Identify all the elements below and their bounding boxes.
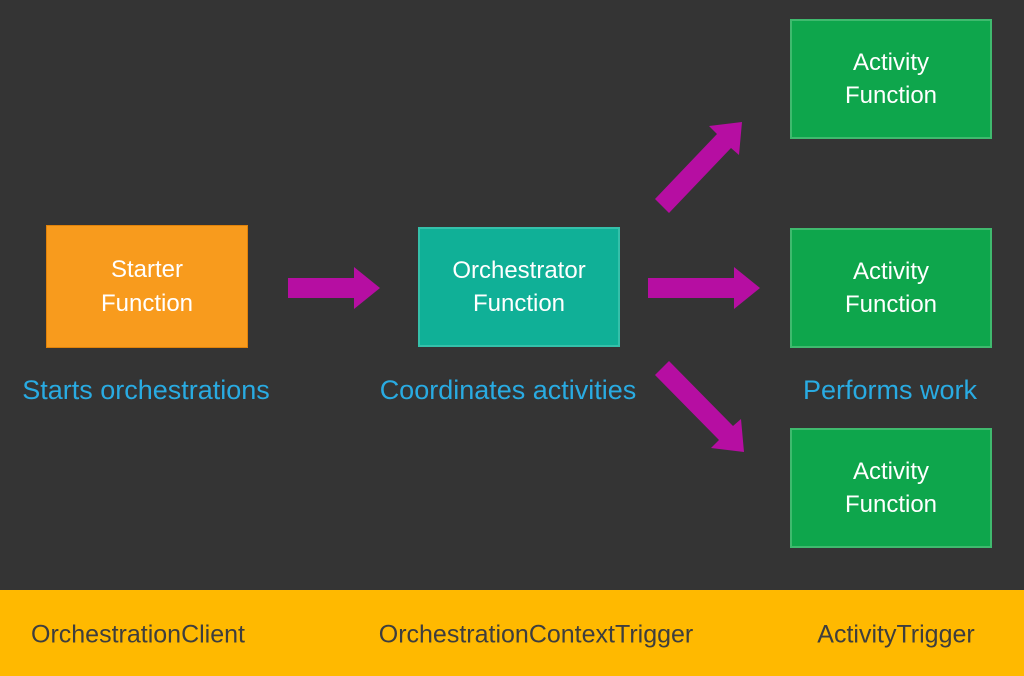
arrow-orchestrator-to-activity-middle xyxy=(648,267,760,309)
activity-caption: Performs work xyxy=(802,375,978,405)
orchestrator-caption: Coordinates activities xyxy=(379,375,637,405)
activity-function-box-top: Activity Function xyxy=(790,19,992,139)
arrow-orchestrator-to-activity-top xyxy=(655,122,742,213)
orchestration-client-label: OrchestrationClient xyxy=(31,620,245,649)
orchestration-context-trigger-label: OrchestrationContextTrigger xyxy=(378,620,694,649)
activity-function-box-bottom: Activity Function xyxy=(790,428,992,548)
activity-function-box-middle: Activity Function xyxy=(790,228,992,348)
orchestrator-function-box: Orchestrator Function xyxy=(418,227,620,347)
arrow-orchestrator-to-activity-bottom xyxy=(655,361,744,452)
starter-caption: Starts orchestrations xyxy=(22,375,270,405)
starter-function-box: Starter Function xyxy=(46,225,248,348)
activity-trigger-label: ActivityTrigger xyxy=(817,620,975,649)
trigger-bindings-bar: OrchestrationClient OrchestrationContext… xyxy=(0,590,1024,676)
arrow-starter-to-orchestrator xyxy=(288,267,380,309)
